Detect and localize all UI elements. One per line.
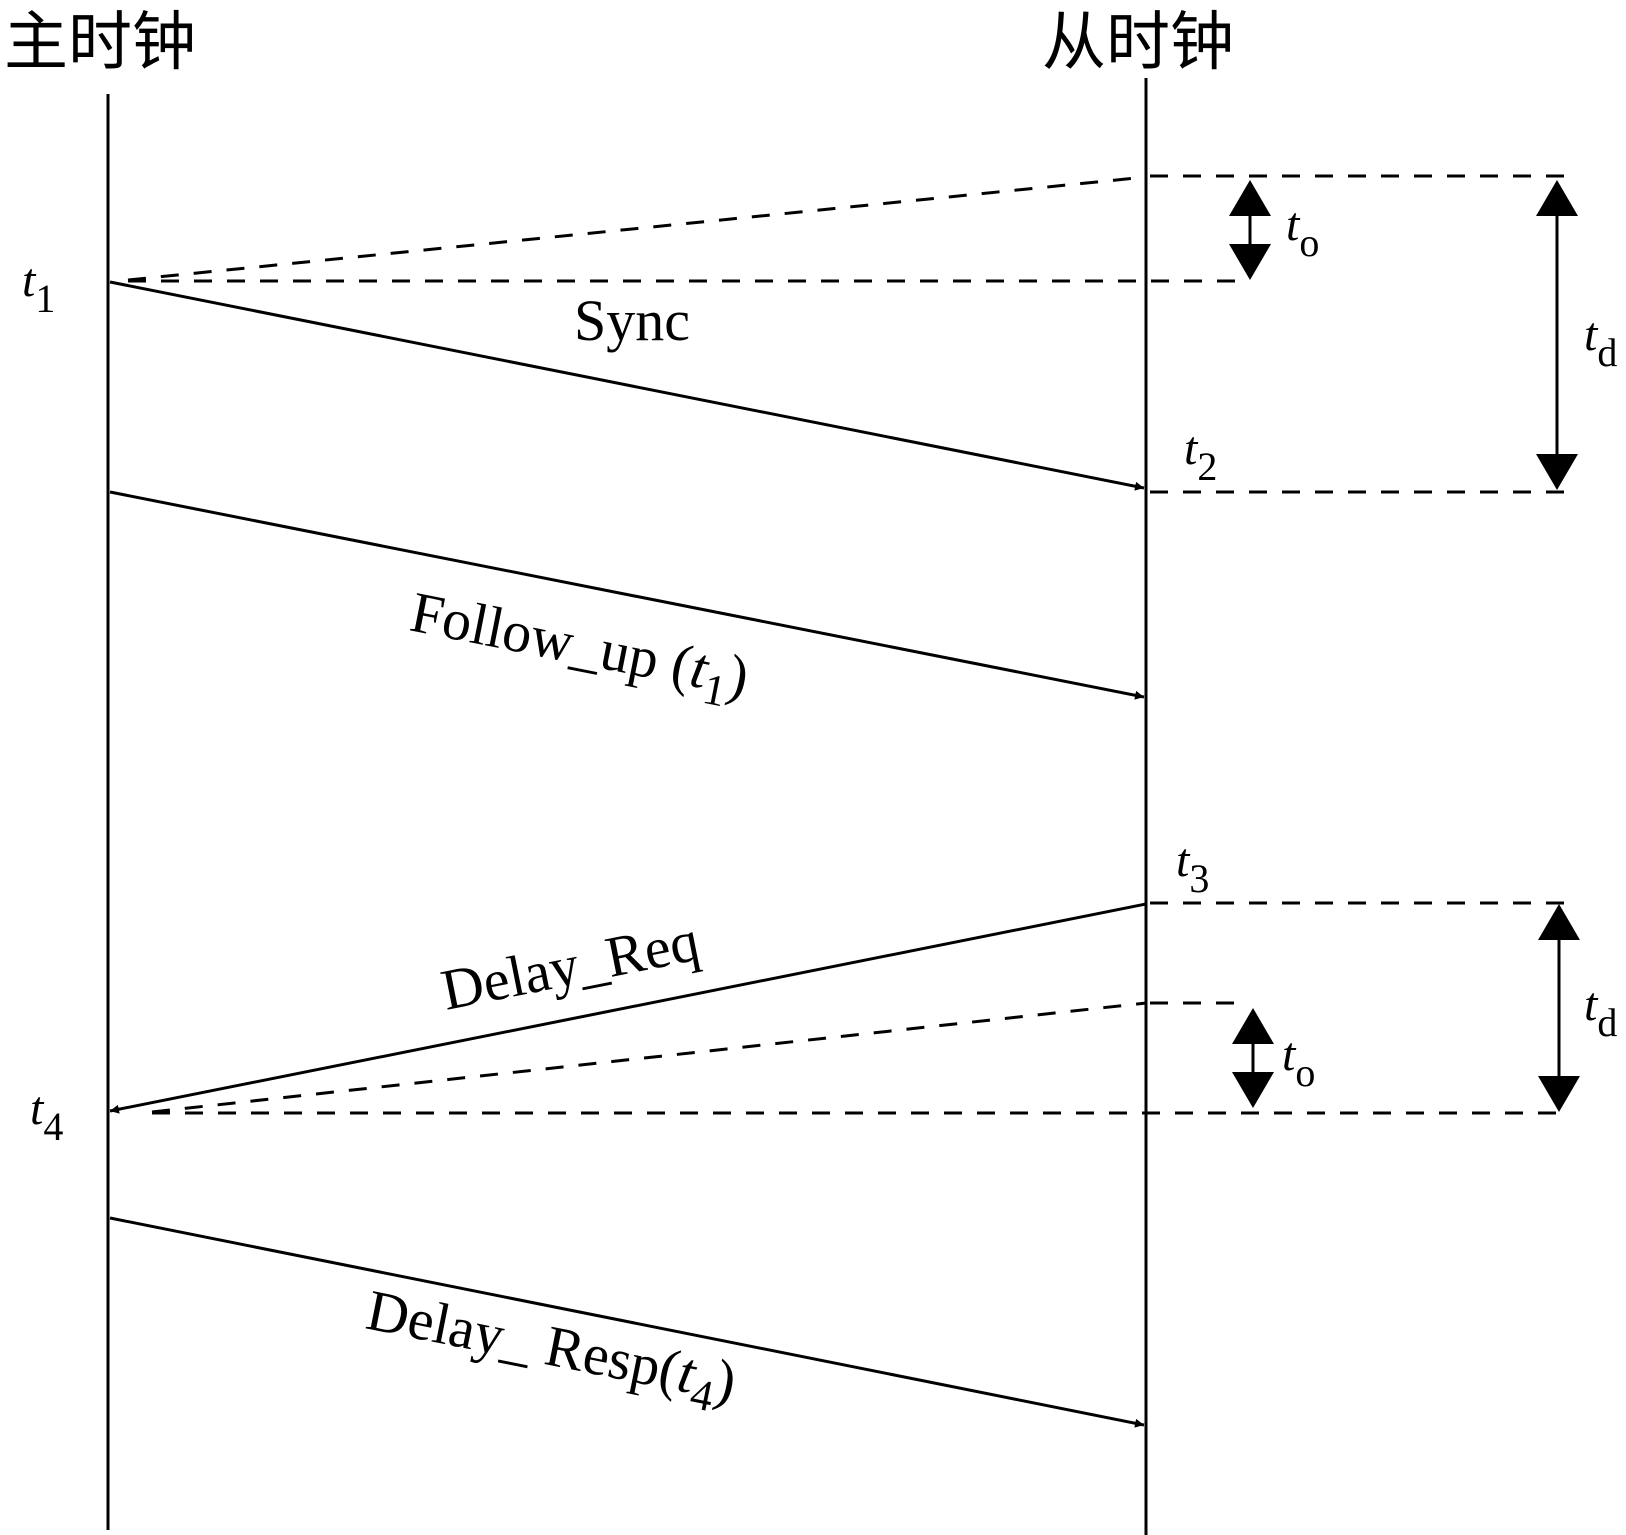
delay-label-bottom: td	[1584, 978, 1617, 1045]
follow-up-label: Follow_up (t1)	[403, 579, 754, 720]
sync-message-arrow	[109, 280, 1145, 491]
t1-label: t1	[22, 254, 55, 321]
offset-reference-line-top	[127, 175, 1147, 282]
delay-resp-label: Delay_ Resp(t4)	[359, 1277, 741, 1425]
sync-label: Sync	[574, 288, 690, 353]
offset-double-arrow-top	[1229, 180, 1271, 280]
follow-up-message-arrow	[109, 490, 1145, 700]
offset-double-arrow-bottom	[1232, 1008, 1274, 1108]
delay-resp-message-arrow	[109, 1216, 1145, 1428]
offset-label-bottom: to	[1282, 1028, 1315, 1095]
slave-clock-title: 从时钟	[1042, 6, 1234, 80]
offset-label-top: to	[1286, 198, 1319, 265]
t2-label: t2	[1184, 422, 1217, 489]
t3-label: t3	[1176, 834, 1209, 901]
master-clock-title: 主时钟	[4, 6, 196, 80]
offset-reference-line-bottom	[151, 1001, 1147, 1114]
delay-req-label: Delay_Req	[436, 908, 705, 1023]
t4-label: t4	[30, 1082, 63, 1149]
delay-double-arrow-top	[1536, 180, 1578, 490]
delay-label-top: td	[1584, 308, 1617, 375]
delay-double-arrow-bottom	[1538, 904, 1580, 1112]
delay-req-message-arrow	[109, 902, 1147, 1114]
